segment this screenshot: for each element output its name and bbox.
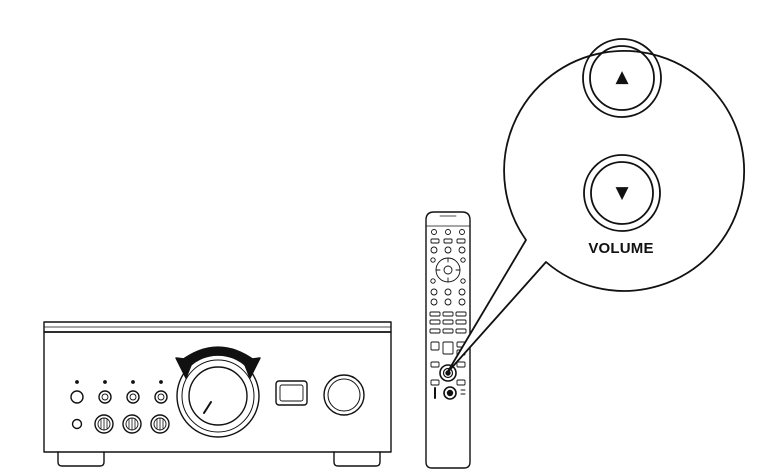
volume-up-button-icon (582, 38, 662, 118)
volume-callout (446, 50, 745, 374)
remote-control-icon (425, 211, 471, 469)
up-arrow-icon: ▲ (615, 67, 629, 87)
volume-label: VOLUME (588, 240, 654, 257)
down-arrow-icon: ▼ (615, 183, 629, 203)
volume-down-button-icon (583, 154, 661, 232)
amplifier-icon (43, 321, 392, 467)
rotation-arrow-icon (175, 346, 261, 379)
